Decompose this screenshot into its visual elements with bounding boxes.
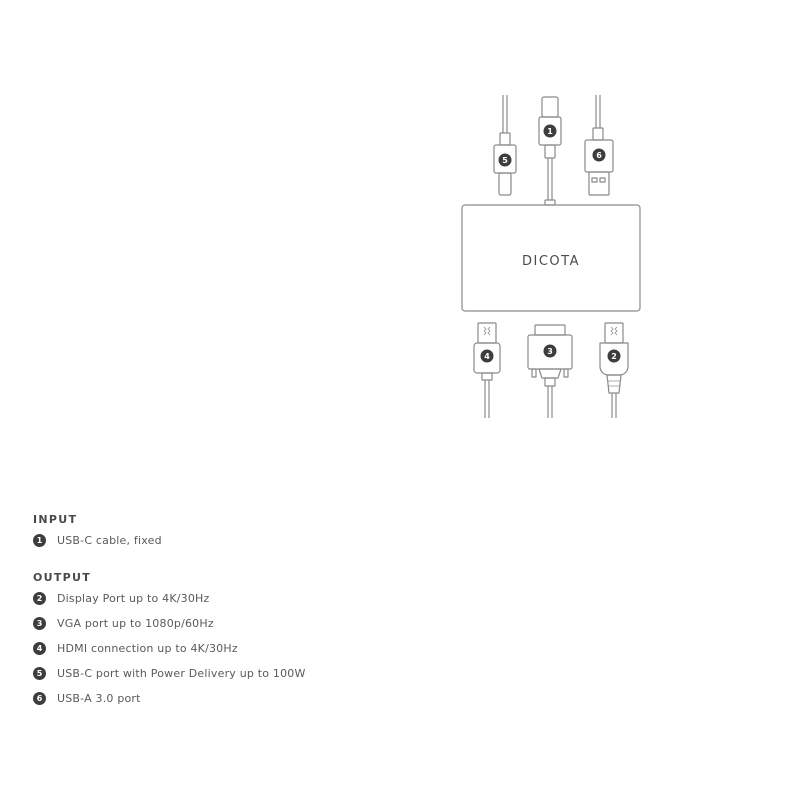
svg-text:1: 1 xyxy=(547,127,553,136)
svg-text:3: 3 xyxy=(547,347,553,356)
number-badge: 2 xyxy=(33,592,46,605)
connector-2-displayport xyxy=(599,322,629,418)
legend-item-3: 3 VGA port up to 1080p/60Hz xyxy=(33,611,433,636)
badge-2: 2 xyxy=(607,349,621,363)
svg-text:4: 4 xyxy=(484,352,490,361)
legend-item-text: USB-C port with Power Delivery up to 100… xyxy=(57,667,306,680)
badge-1: 1 xyxy=(543,124,557,138)
number-badge: 3 xyxy=(33,617,46,630)
badge-5: 5 xyxy=(498,153,512,167)
badge-6: 6 xyxy=(592,148,606,162)
connector-3-vga xyxy=(527,324,573,418)
number-badge: 4 xyxy=(33,642,46,655)
input-heading: INPUT xyxy=(33,513,78,526)
legend-item-2: 2 Display Port up to 4K/30Hz xyxy=(33,586,433,611)
number-badge: 5 xyxy=(33,667,46,680)
legend-item-6: 6 USB-A 3.0 port xyxy=(33,686,433,711)
connector-4-hdmi xyxy=(473,322,501,418)
legend-item-5: 5 USB-C port with Power Delivery up to 1… xyxy=(33,661,433,686)
adapter-diagram: 1 5 6 4 3 2 DICOTA xyxy=(461,95,641,418)
brand-logo: DICOTA xyxy=(522,254,580,269)
connector-1-usb-c-cable xyxy=(538,96,562,206)
legend-item-text: Display Port up to 4K/30Hz xyxy=(57,592,210,605)
connector-6-usb-a xyxy=(584,95,614,196)
legend-item-text: USB-A 3.0 port xyxy=(57,692,141,705)
legend: INPUT 1 USB-C cable, fixed OUTPUT 2 Disp… xyxy=(33,512,433,711)
legend-item-text: VGA port up to 1080p/60Hz xyxy=(57,617,214,630)
badge-3: 3 xyxy=(543,344,557,358)
legend-item-1: 1 USB-C cable, fixed xyxy=(33,528,433,553)
connector-5-usb-c xyxy=(493,95,517,196)
number-badge: 1 xyxy=(33,534,46,547)
svg-text:2: 2 xyxy=(611,352,617,361)
svg-text:5: 5 xyxy=(502,156,508,165)
legend-item-4: 4 HDMI connection up to 4K/30Hz xyxy=(33,636,433,661)
svg-text:6: 6 xyxy=(596,151,602,160)
legend-item-text: HDMI connection up to 4K/30Hz xyxy=(57,642,238,655)
number-badge: 6 xyxy=(33,692,46,705)
badge-4: 4 xyxy=(480,349,494,363)
output-heading: OUTPUT xyxy=(33,571,92,584)
legend-item-text: USB-C cable, fixed xyxy=(57,534,162,547)
